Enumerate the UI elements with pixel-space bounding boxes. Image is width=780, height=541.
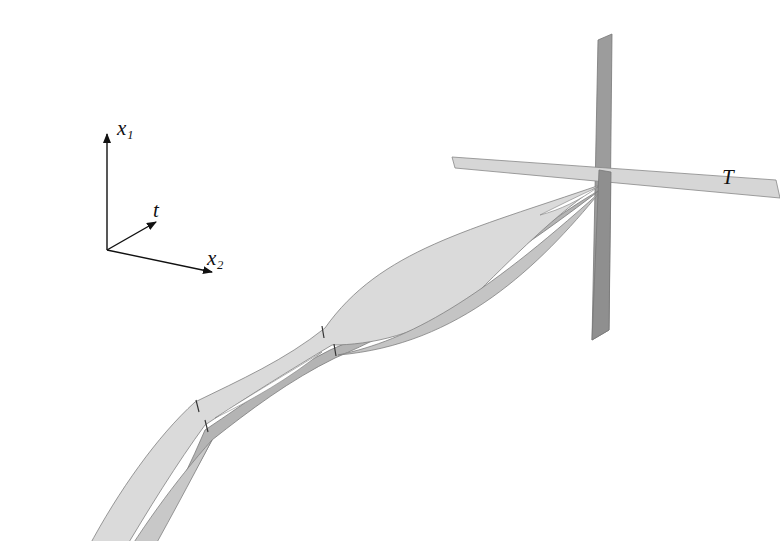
upper-sheet bbox=[28, 185, 600, 541]
axis-label: x₂ bbox=[207, 248, 224, 269]
axes bbox=[107, 134, 212, 272]
plane-label: T bbox=[722, 167, 734, 188]
horizontal-plane bbox=[452, 157, 780, 198]
axis-label: x₁ bbox=[117, 118, 134, 139]
waist bbox=[215, 187, 598, 418]
axis-label: t bbox=[153, 200, 159, 221]
vertical-plane-front bbox=[592, 170, 611, 340]
section-marks bbox=[28, 326, 336, 541]
